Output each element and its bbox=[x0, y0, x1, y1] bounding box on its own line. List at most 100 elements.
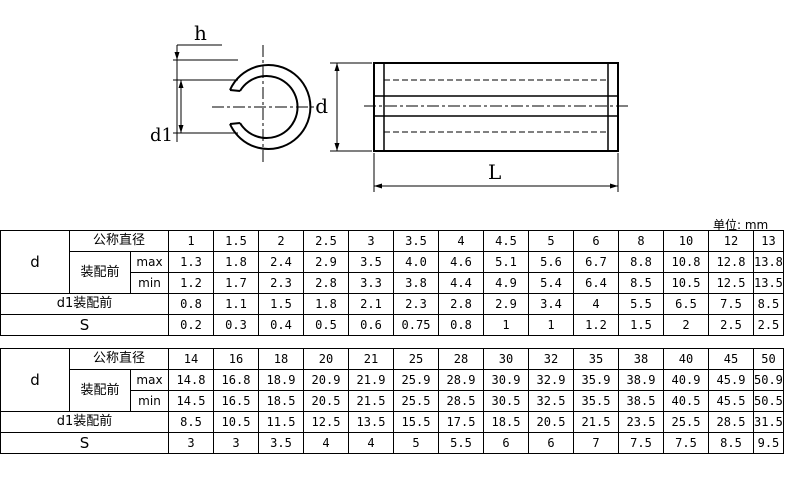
min-cell: 4.4 bbox=[438, 272, 484, 294]
d1-cell: 4 bbox=[573, 293, 619, 315]
nominal-cell: 20 bbox=[303, 348, 349, 370]
nominal-cell: 8 bbox=[618, 230, 664, 252]
d1-cell: 2.3 bbox=[393, 293, 439, 315]
nominal-cell: 35 bbox=[573, 348, 619, 370]
s-cell: 6 bbox=[528, 432, 574, 454]
nominal-cell: 10 bbox=[663, 230, 709, 252]
min-cell: 2.3 bbox=[258, 272, 304, 294]
s-cell: 1 bbox=[528, 314, 574, 336]
s-cell: 7.5 bbox=[618, 432, 664, 454]
before-assembly-header: 装配前 bbox=[69, 369, 131, 412]
d1-cell: 8.5 bbox=[753, 293, 784, 315]
row-s: S 0.2 0.3 0.4 0.5 0.6 0.75 0.8 1 1 1.2 1… bbox=[0, 314, 784, 336]
max-cell: 2.9 bbox=[303, 251, 349, 273]
s-cell: 1.2 bbox=[573, 314, 619, 336]
min-cell: 13.5 bbox=[753, 272, 784, 294]
min-cell: 38.5 bbox=[618, 390, 664, 412]
nominal-cell: 1 bbox=[168, 230, 214, 252]
nominal-cell: 25 bbox=[393, 348, 439, 370]
s-cell: 7 bbox=[573, 432, 619, 454]
s-cell: 2.5 bbox=[708, 314, 754, 336]
max-cell: 10.8 bbox=[663, 251, 709, 273]
nominal-cell: 13 bbox=[753, 230, 784, 252]
d1-cell: 28.5 bbox=[708, 411, 754, 433]
min-header: min bbox=[130, 390, 169, 412]
min-cell: 10.5 bbox=[663, 272, 709, 294]
d1-cell: 13.5 bbox=[348, 411, 394, 433]
d1-cell: 15.5 bbox=[393, 411, 439, 433]
unit-label: 单位: mm bbox=[713, 218, 769, 232]
row-d1: d1装配前 8.5 10.5 11.5 12.5 13.5 15.5 17.5 … bbox=[0, 411, 784, 433]
d1-header: d1装配前 bbox=[0, 293, 169, 315]
h-label: h bbox=[194, 21, 207, 45]
max-cell: 1.8 bbox=[213, 251, 259, 273]
nominal-cell: 14 bbox=[168, 348, 214, 370]
max-cell: 6.7 bbox=[573, 251, 619, 273]
max-cell: 16.8 bbox=[213, 369, 259, 391]
d-label: d bbox=[315, 94, 328, 118]
min-cell: 2.8 bbox=[303, 272, 349, 294]
nominal-cell: 38 bbox=[618, 348, 664, 370]
row-nominal: d 公称直径 1 1.5 2 2.5 3 3.5 4 4.5 5 6 8 10 … bbox=[0, 230, 784, 294]
row-d1: d1装配前 0.8 1.1 1.5 1.8 2.1 2.3 2.8 2.9 3.… bbox=[0, 293, 784, 315]
row-s: S 3 3 3.5 4 4 5 5.5 6 6 7 7.5 7.5 8.5 9.… bbox=[0, 432, 784, 454]
s-cell: 2.5 bbox=[753, 314, 784, 336]
gap-edge-bottom bbox=[229, 122, 241, 125]
spec-table-2: d 公称直径 14 16 18 20 21 25 28 30 32 35 38 … bbox=[0, 348, 784, 454]
nominal-cell: 1.5 bbox=[213, 230, 259, 252]
d1-cell: 3.4 bbox=[528, 293, 574, 315]
nominal-cell: 3 bbox=[348, 230, 394, 252]
row-min: min 1.2 1.7 2.3 2.8 3.3 3.8 4.4 4.9 5.4 … bbox=[1, 272, 784, 294]
min-cell: 18.5 bbox=[258, 390, 304, 412]
nominal-cell: 4 bbox=[438, 230, 484, 252]
min-cell: 45.5 bbox=[708, 390, 754, 412]
nominal-header: 公称直径 bbox=[69, 348, 169, 370]
pin-body bbox=[373, 62, 619, 152]
s-cell: 5 bbox=[393, 432, 439, 454]
max-cell: 2.4 bbox=[258, 251, 304, 273]
d1-cell: 31.5 bbox=[753, 411, 784, 433]
d1-arrow-top bbox=[178, 80, 184, 88]
spec-table-1: d 公称直径 1 1.5 2 2.5 3 3.5 4 4.5 5 6 8 10 … bbox=[0, 230, 784, 336]
min-cell: 12.5 bbox=[708, 272, 754, 294]
min-header: min bbox=[130, 272, 169, 294]
d1-cell: 8.5 bbox=[168, 411, 214, 433]
min-cell: 1.7 bbox=[213, 272, 259, 294]
max-cell: 8.8 bbox=[618, 251, 664, 273]
max-cell: 12.8 bbox=[708, 251, 754, 273]
d1-cell: 17.5 bbox=[438, 411, 484, 433]
max-cell: 20.9 bbox=[303, 369, 349, 391]
max-cell: 18.9 bbox=[258, 369, 304, 391]
max-cell: 25.9 bbox=[393, 369, 439, 391]
min-cell: 8.5 bbox=[618, 272, 664, 294]
nominal-cell: 21 bbox=[348, 348, 394, 370]
gap-edge-top bbox=[229, 89, 241, 92]
row-min: min 14.5 16.5 18.5 20.5 21.5 25.5 28.5 3… bbox=[1, 390, 784, 412]
min-cell: 1.2 bbox=[168, 272, 214, 294]
max-cell: 14.8 bbox=[168, 369, 214, 391]
L-arrow-left bbox=[374, 183, 382, 189]
max-header: max bbox=[130, 251, 169, 273]
d1-cell: 1.8 bbox=[303, 293, 349, 315]
side-view bbox=[330, 62, 630, 192]
d1-cell: 25.5 bbox=[663, 411, 709, 433]
s-cell: 1.5 bbox=[618, 314, 664, 336]
max-cell: 32.9 bbox=[528, 369, 574, 391]
L-label: L bbox=[488, 160, 501, 184]
nominal-cell: 4.5 bbox=[483, 230, 529, 252]
d1-cell: 21.5 bbox=[573, 411, 619, 433]
d1-cell: 11.5 bbox=[258, 411, 304, 433]
d1-arrow-bottom bbox=[178, 125, 184, 133]
max-cell: 40.9 bbox=[663, 369, 709, 391]
min-cell: 5.4 bbox=[528, 272, 574, 294]
min-cell: 14.5 bbox=[168, 390, 214, 412]
d1-cell: 2.9 bbox=[483, 293, 529, 315]
max-cell: 13.8 bbox=[753, 251, 784, 273]
end-view bbox=[173, 44, 315, 162]
nominal-cell: 5 bbox=[528, 230, 574, 252]
min-cell: 32.5 bbox=[528, 390, 574, 412]
nominal-cell: 6 bbox=[573, 230, 619, 252]
max-cell: 3.5 bbox=[348, 251, 394, 273]
min-cell: 40.5 bbox=[663, 390, 709, 412]
d1-cell: 2.8 bbox=[438, 293, 484, 315]
